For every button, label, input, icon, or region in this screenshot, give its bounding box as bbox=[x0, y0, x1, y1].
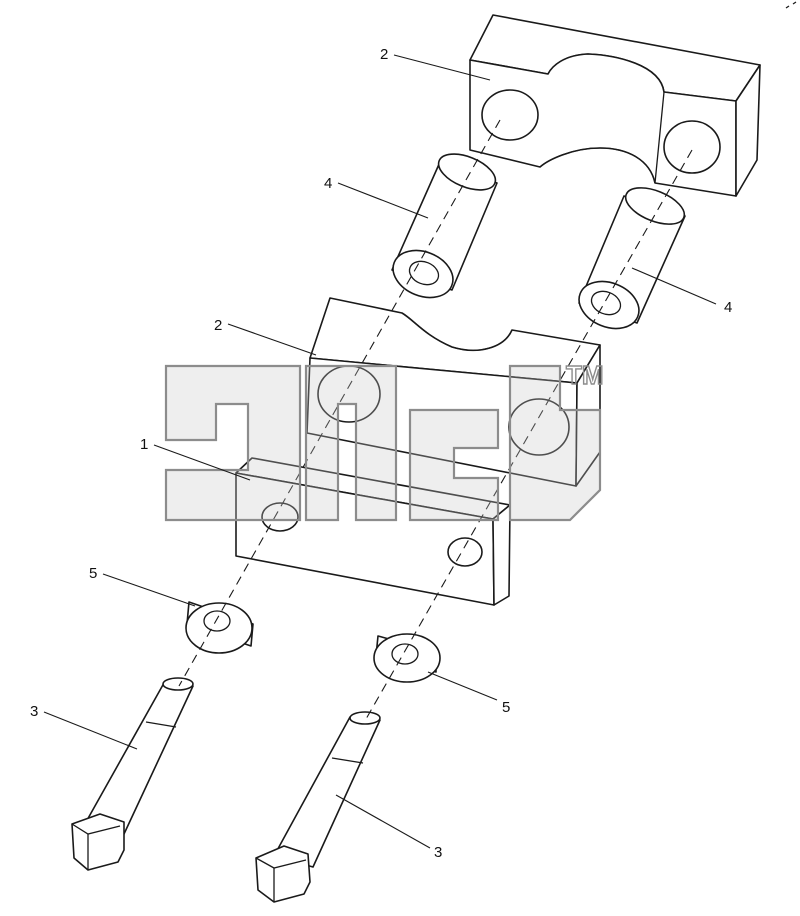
trademark-mark: TM bbox=[566, 360, 604, 390]
bushing-left bbox=[391, 153, 498, 299]
corner-mark bbox=[785, 1, 797, 9]
assembly-axes bbox=[178, 119, 693, 720]
bushing-right bbox=[578, 187, 686, 330]
callout-3-left: 3 bbox=[30, 703, 38, 720]
callout-4-left: 4 bbox=[324, 175, 332, 192]
callout-2-upper: 2 bbox=[380, 46, 388, 63]
clamp-half-upper bbox=[469, 14, 761, 197]
callout-5-left: 5 bbox=[89, 565, 97, 582]
bolt-left bbox=[71, 677, 194, 871]
brand-logo-watermark: TM bbox=[164, 359, 604, 522]
washer-right bbox=[373, 633, 441, 683]
callouts: 2 4 4 2 1 5 5 3 3 bbox=[30, 46, 732, 861]
washer-left bbox=[185, 601, 254, 654]
callout-1-plate: 1 bbox=[140, 436, 148, 453]
bolt-right bbox=[255, 711, 381, 903]
callout-5-right: 5 bbox=[502, 699, 510, 716]
callout-2-lower: 2 bbox=[214, 317, 222, 334]
callout-3-right: 3 bbox=[434, 844, 442, 861]
callout-4-right: 4 bbox=[724, 299, 732, 316]
